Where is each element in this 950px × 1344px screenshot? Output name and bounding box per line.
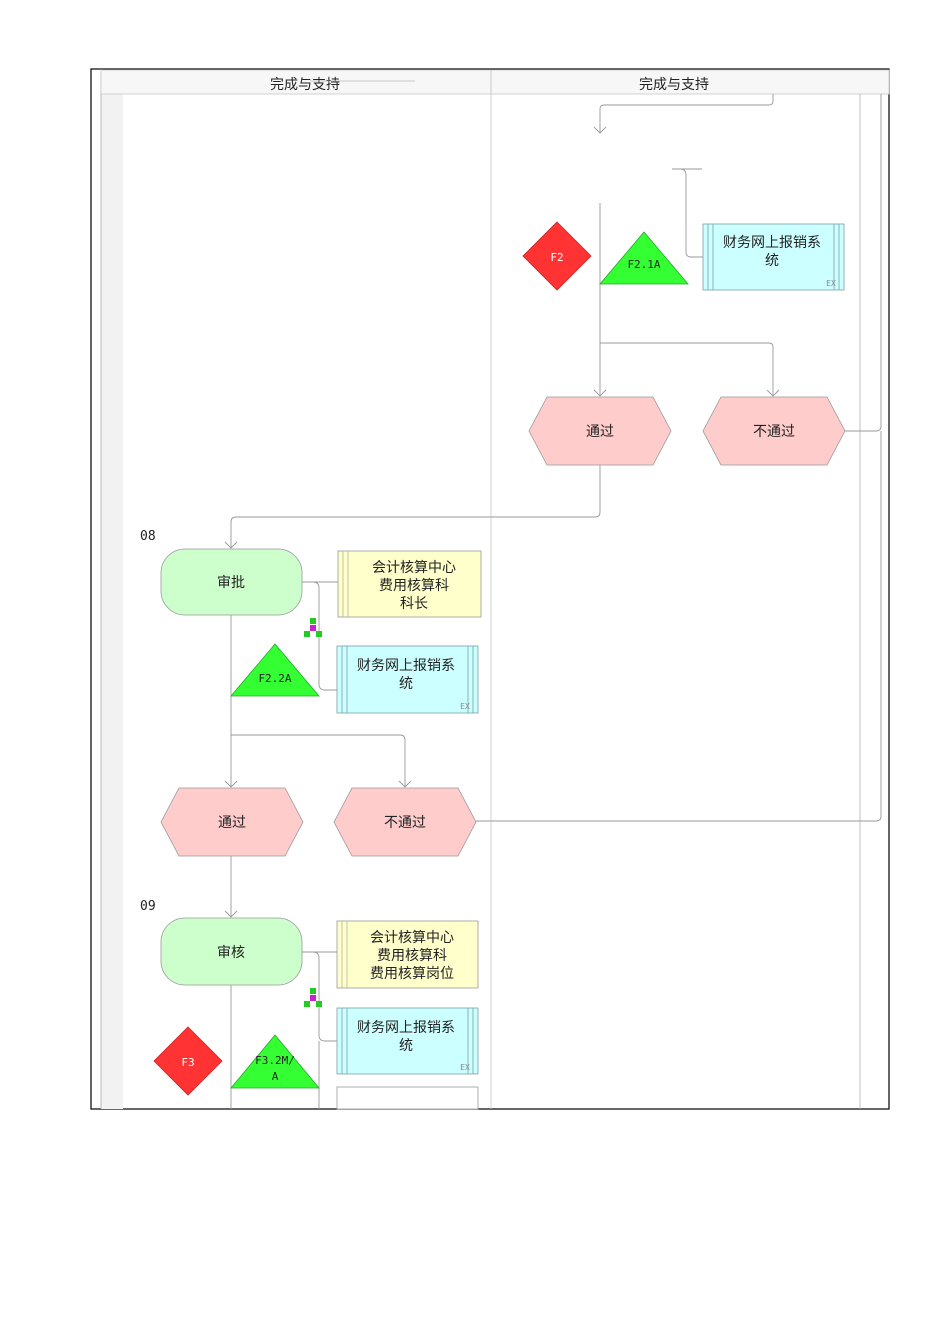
connectors [224,94,882,1109]
connector-fail-top-loop [845,94,882,432]
org-chart-icon [304,988,322,1007]
lane-header-1 [100,69,492,95]
activity-08-label: 审批 [217,575,245,591]
connector-08-branch [231,734,406,787]
system-09-badge: EX [460,1063,470,1072]
lane-header-1-label: 完成与支持 [270,77,340,93]
role-08-line-3: 科长 [400,596,428,612]
event-pass-top [528,396,672,466]
activity-09-label: 审核 [217,945,245,961]
risk-diamond-bottom [153,1026,223,1096]
event-fail-top [702,396,846,466]
risk-label-bottom: F3 [181,1056,194,1069]
control-label-09-line-2: A [272,1070,279,1083]
system-label-line-2: 统 [765,253,779,269]
connector-09-system [302,951,337,1042]
control-label-09-line-1: F3.2M/ [255,1054,295,1067]
system-box-top: 财务网上报销系 统 EX [702,223,845,291]
connector-top-branch [600,342,774,396]
connector-arrowhead [224,541,238,549]
control-label-08: F2.2A [258,672,291,685]
event-fail-08-label: 不通过 [384,815,426,831]
system-box-09: 财务网上报销系 统 EX [336,1007,479,1075]
system-badge: EX [826,279,836,288]
risk-label-top: F2 [550,251,563,264]
event-fail-top-label: 不通过 [753,424,795,440]
role-box-08: 会计核算中心 费用核算科 科长 [337,550,482,618]
system-box-08: 财务网上报销系 统 EX [336,645,479,714]
event-pass-08-label: 通过 [218,815,246,831]
lane-header-2 [490,69,890,95]
lane-header-2-label: 完成与支持 [639,77,709,93]
system-08-line-1: 财务网上报销系 [357,658,455,674]
connector-arrowhead [766,389,780,397]
control-label-top: F2.1A [627,258,660,271]
connector-arrowhead [593,126,607,134]
system-08-line-2: 统 [399,676,413,692]
risk-diamond-top [522,221,592,291]
control-triangle-top [599,231,689,285]
event-pass-top-label: 通过 [586,424,614,440]
connector-arrowhead [593,389,607,397]
role-08-line-1: 会计核算中心 [372,560,456,576]
step-08-number: 08 [140,529,156,544]
left-margin-strip [101,94,123,1109]
step-09-number: 09 [140,899,156,914]
system-09-line-2: 统 [399,1038,413,1054]
org-chart-icon [304,618,322,637]
connector-arrowhead [224,910,238,918]
connector-arrowhead [224,780,238,788]
role-08-line-2: 费用核算科 [379,578,449,594]
event-fail-08 [333,787,477,857]
connector-top-system [672,168,703,258]
system-label-line-1: 财务网上报销系 [723,235,821,251]
activity-08 [160,548,303,616]
connector-fail-08-loop [476,431,882,822]
role-box-09: 会计核算中心 费用核算科 费用核算岗位 [336,920,479,989]
connector-pass-to-08 [230,465,601,548]
connector-arrowhead [398,780,412,788]
connector-top-incoming [599,94,774,133]
system-09-line-1: 财务网上报销系 [357,1020,455,1036]
role-09-line-1: 会计核算中心 [370,930,454,946]
role-09-line-2: 费用核算科 [377,948,447,964]
role-09-line-3: 费用核算岗位 [370,966,454,982]
system-08-badge: EX [460,702,470,711]
control-triangle-08 [230,643,320,697]
activity-09 [160,917,303,986]
event-pass-08 [160,787,304,857]
control-triangle-09 [230,1034,320,1089]
partial-box-bottom [336,1086,479,1110]
